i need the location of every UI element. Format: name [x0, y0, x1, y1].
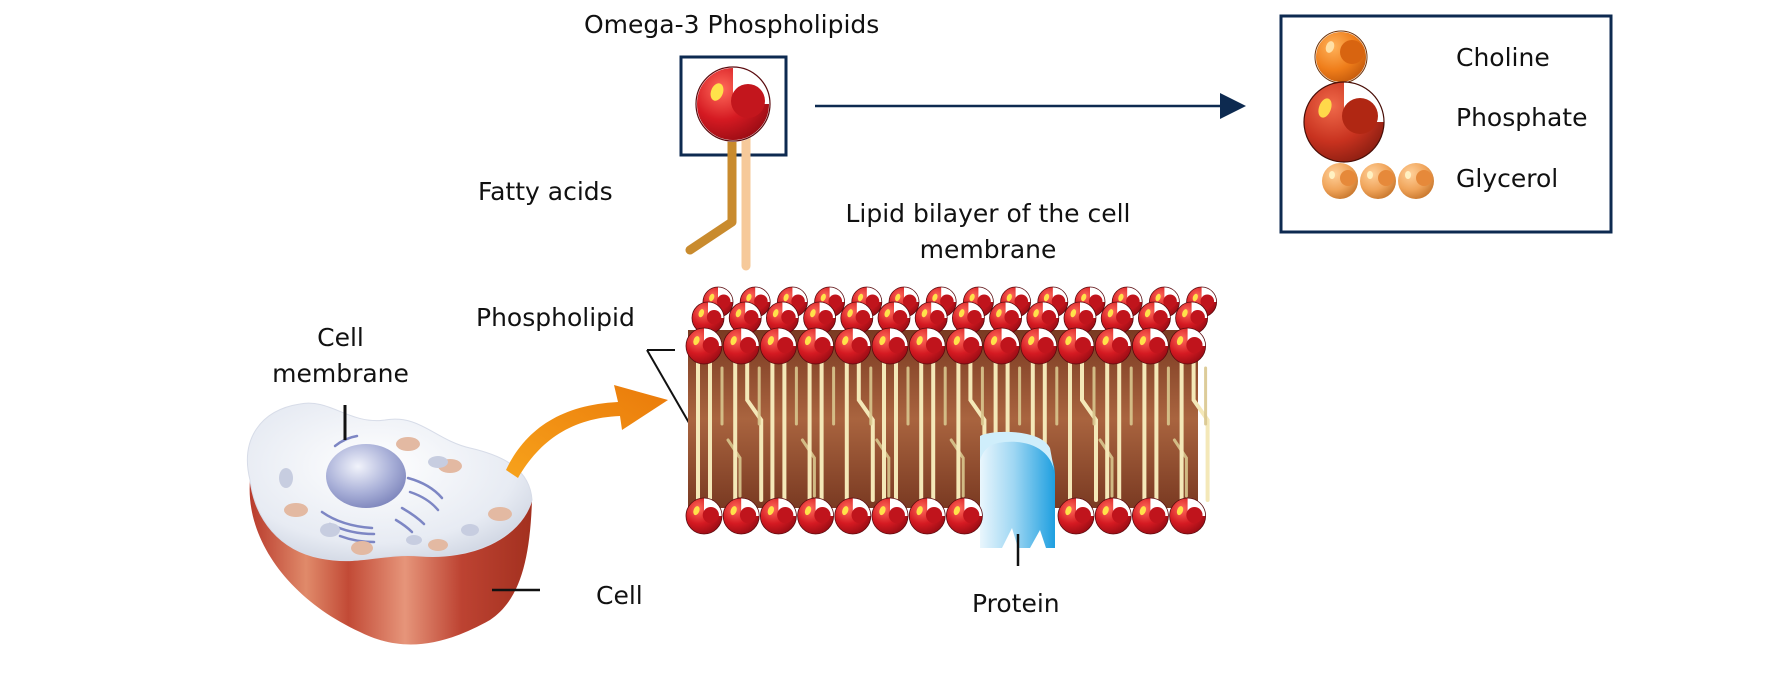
- phospholipid-head: [871, 327, 909, 365]
- lipid-bilayer: [685, 286, 1217, 566]
- phospholipid-head: [963, 286, 994, 318]
- tail-pair: [1105, 348, 1122, 502]
- glycerol-icon: [1322, 163, 1434, 199]
- lipid-bilayer-label: Lipid bilayer of the cell membrane: [845, 199, 1131, 264]
- phospholipid-heads-bottom-row: [685, 497, 1206, 535]
- phospholipid-heads-front-row: [685, 327, 1206, 365]
- phospholipid-head: [908, 497, 946, 535]
- phospholipid-head: [685, 497, 723, 535]
- phospholipid-head: [952, 301, 985, 335]
- phospholipid-heads-back-row: [691, 286, 1217, 335]
- phospholipid-head: [946, 497, 983, 535]
- phospholipid-head: [946, 327, 983, 365]
- cell-illustration: [246, 402, 540, 645]
- phospholipid-head: [1057, 327, 1095, 365]
- phospholipid-head: [877, 301, 911, 335]
- tail-pair: [733, 348, 764, 502]
- phosphate-icon: [1303, 81, 1385, 163]
- phospholipid-head: [989, 301, 1022, 335]
- phospholipid-head: [834, 497, 872, 535]
- phospholipid-head: [691, 301, 725, 335]
- phospholipid-head: [1020, 327, 1058, 365]
- curved-arrow-icon: [506, 385, 668, 478]
- phospholipid-head: [722, 497, 760, 535]
- omega3-phospholipid: [679, 55, 788, 271]
- legend-glycerol-label: Glycerol: [1456, 164, 1559, 193]
- phospholipid-head: [1169, 327, 1206, 365]
- phospholipid-label: Phospholipid: [476, 303, 635, 332]
- phospholipid-head: [871, 497, 909, 535]
- phospholipid-pointer: [646, 349, 693, 429]
- phospholipid-head: [722, 327, 760, 365]
- phospholipid-head: [685, 327, 723, 365]
- phospholipid-head: [797, 497, 834, 535]
- phospholipid-head: [1063, 301, 1097, 335]
- legend-box: [1279, 14, 1613, 234]
- tail-pair: [807, 348, 824, 502]
- phospholipid-head: [914, 301, 948, 335]
- phospholipid-head: [766, 301, 799, 335]
- fatty-acids-label: Fatty acids: [478, 177, 613, 206]
- tail-pair: [919, 348, 936, 502]
- cell-label: Cell: [596, 581, 643, 610]
- phospholipid-head: [908, 327, 946, 365]
- cell-membrane-label: Cell membrane: [272, 323, 409, 388]
- phospholipid-head: [888, 286, 920, 318]
- arrow-right-icon: [815, 93, 1246, 119]
- tail-pair: [770, 348, 787, 502]
- nucleus: [326, 444, 406, 508]
- phospholipid-head: [1132, 497, 1169, 535]
- phospholipid-head: [925, 286, 957, 318]
- phospholipid-head: [803, 301, 836, 335]
- phospholipid-head: [840, 301, 874, 335]
- phospholipid-head: [760, 327, 797, 365]
- membrane-protein: [980, 431, 1055, 566]
- phospholipid-head: [1100, 301, 1134, 335]
- phospholipid-head: [1057, 497, 1095, 535]
- legend-choline-label: Choline: [1456, 43, 1550, 72]
- phospholipid-head: [834, 327, 872, 365]
- tail-pair: [1068, 348, 1098, 502]
- phospholipid-head: [1094, 497, 1132, 535]
- fatty-acid-tail-bent: [685, 133, 737, 255]
- tail-pair: [1179, 348, 1210, 502]
- phospholipid-head: [1138, 301, 1171, 335]
- choline-icon: [1314, 30, 1368, 84]
- tail-pair: [844, 348, 875, 502]
- phospholipid-head: [1026, 301, 1060, 335]
- phospholipid-head: [1132, 327, 1169, 365]
- phospholipid-head: [1169, 497, 1206, 535]
- tail-pair: [696, 348, 712, 502]
- phospholipid-head: [983, 327, 1020, 365]
- tail-pair: [1142, 348, 1159, 502]
- phospholipid-head: [1094, 327, 1132, 365]
- protein-label: Protein: [972, 589, 1060, 618]
- organelles: [279, 437, 512, 555]
- phospholipid-head: [760, 497, 797, 535]
- phospholipid-head: [1175, 301, 1208, 335]
- legend-phosphate-label: Phosphate: [1456, 103, 1588, 132]
- phospholipid-head: [797, 327, 834, 365]
- phospholipid-head: [728, 301, 762, 335]
- tail-pair: [882, 348, 898, 502]
- omega3-title: Omega-3 Phospholipids: [584, 10, 880, 39]
